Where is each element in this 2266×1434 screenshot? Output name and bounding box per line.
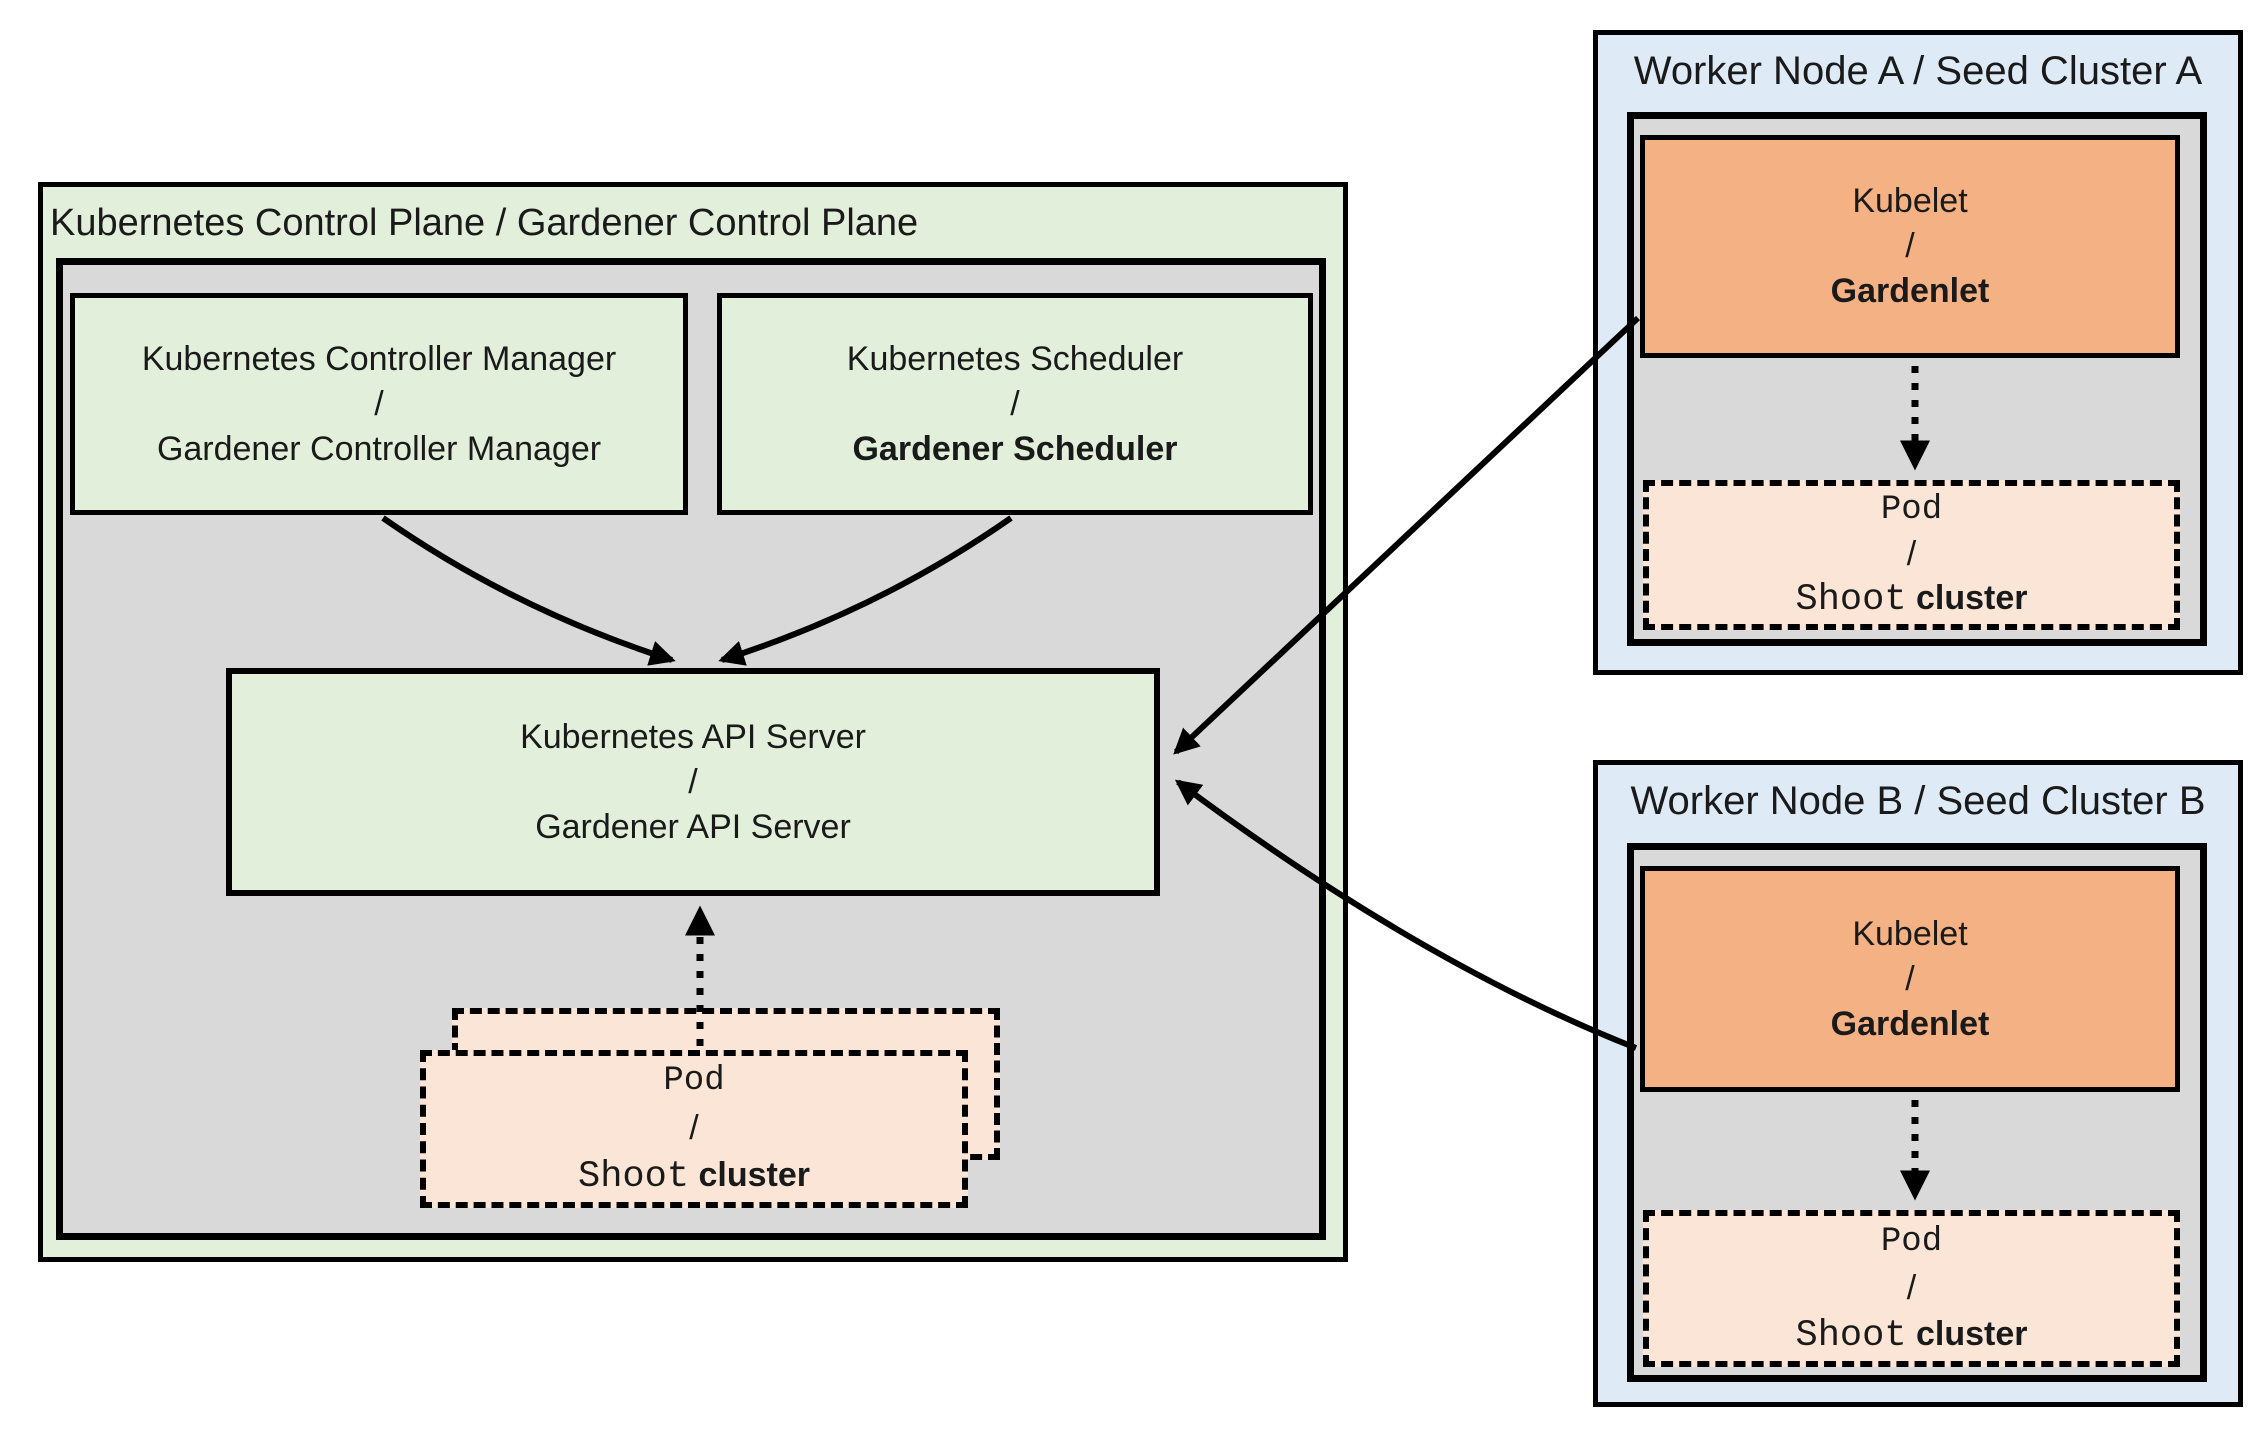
controller-manager-separator: / [374, 384, 384, 423]
pod-line1: Pod [663, 1061, 725, 1100]
api-server-box [226, 668, 1160, 896]
kubelet-b-line2: Gardenlet [1830, 1004, 1990, 1043]
kubelet-a-separator: / [1905, 227, 1915, 265]
worker-node-a-title: Worker Node A / Seed Cluster A [1633, 48, 2203, 93]
api-server-line1: Kubernetes API Server [520, 717, 866, 756]
api-server-label: Kubernetes API Server / Gardener API Ser… [226, 668, 1160, 896]
scheduler-line1: Kubernetes Scheduler [846, 339, 1184, 378]
pod-line2: Shoot cluster [578, 1152, 810, 1201]
kubelet-a-label: Kubelet / Gardenlet [1640, 135, 2180, 358]
pod-a-line2: Shoot cluster [1796, 576, 2028, 622]
pod-a-separator: / [1906, 535, 1917, 573]
pod-b-line2-shoot: Shoot [1795, 1314, 1907, 1357]
worker-node-b-title: Worker Node B / Seed Cluster B [1630, 778, 2206, 823]
controller-manager-box [70, 293, 688, 515]
pod-shoot-box-a [1643, 480, 2180, 630]
pod-a-line1: Pod [1880, 491, 1943, 529]
pod-line2-cluster: cluster [698, 1155, 810, 1194]
kubelet-a-line1: Kubelet [1852, 182, 1968, 220]
kubelet-b-line1: Kubelet [1852, 914, 1968, 953]
control-plane-title: Kubernetes Control Plane / Gardener Cont… [50, 201, 919, 244]
pod-line2-shoot: Shoot [578, 1155, 690, 1198]
pod-shoot-box [420, 1050, 968, 1208]
pod-shoot-label: Pod / Shoot cluster [420, 1050, 968, 1208]
api-server-separator: / [688, 762, 698, 801]
pod-b-line2: Shoot cluster [1796, 1311, 2028, 1359]
pod-b-line2-cluster: cluster [1915, 1314, 2028, 1353]
pod-a-line2-cluster: cluster [1915, 579, 2028, 617]
controller-manager-line1: Kubernetes Controller Manager [141, 339, 617, 378]
pod-separator: / [689, 1108, 699, 1147]
pod-shoot-b-label: Pod / Shoot cluster [1643, 1210, 2180, 1367]
kubelet-box-b [1640, 866, 2180, 1092]
pod-a-line2-shoot: Shoot [1795, 579, 1907, 621]
scheduler-label: Kubernetes Scheduler / Gardener Schedule… [717, 293, 1313, 515]
scheduler-separator: / [1010, 384, 1020, 423]
controller-manager-label: Kubernetes Controller Manager / Gardener… [70, 293, 688, 515]
kubelet-box-a [1640, 135, 2180, 358]
pod-shoot-a-label: Pod / Shoot cluster [1643, 480, 2180, 630]
controller-manager-line2: Gardener Controller Manager [156, 429, 602, 468]
kubelet-a-line2: Gardenlet [1830, 272, 1990, 310]
scheduler-line2: Gardener Scheduler [852, 429, 1178, 468]
kubelet-b-label: Kubelet / Gardenlet [1640, 866, 2180, 1092]
pod-shoot-box-b [1643, 1210, 2180, 1367]
kubelet-b-separator: / [1905, 959, 1915, 998]
api-server-line2: Gardener API Server [535, 807, 851, 846]
pod-b-line1: Pod [1880, 1222, 1943, 1261]
pod-b-separator: / [1906, 1268, 1917, 1307]
